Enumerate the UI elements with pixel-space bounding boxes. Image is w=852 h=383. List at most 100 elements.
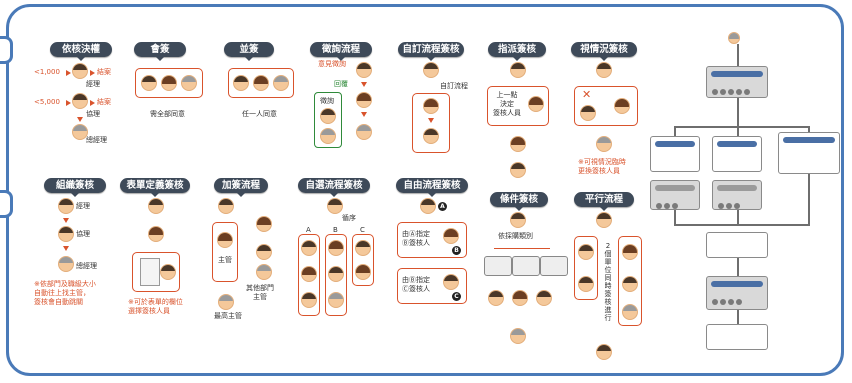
applicant-avatar: [510, 62, 526, 78]
applicant-avatar: [218, 198, 234, 214]
flow-card-branch-1: [650, 136, 700, 172]
left-scroll-tab-2[interactable]: [0, 190, 13, 218]
left-scroll-tab[interactable]: [0, 36, 13, 64]
gm-avatar: [72, 124, 88, 140]
assign-group: [487, 86, 549, 126]
free-step2-label: 由Ⓑ指定 Ⓒ簽核人: [402, 276, 430, 293]
route-a-label: A: [306, 226, 311, 234]
flow-line: [737, 98, 739, 126]
added-avatar: [256, 244, 272, 260]
flow-card-top: [706, 66, 768, 98]
form-group: [132, 252, 180, 292]
route-a-group: [298, 234, 320, 316]
applicant-avatar: [596, 62, 612, 78]
signer-avatar: [253, 75, 269, 91]
approver-avatar: [328, 240, 344, 256]
badge-a: A: [438, 202, 447, 211]
custom-title: 自訂流程簽核: [398, 42, 464, 61]
approver-avatar: [423, 128, 439, 144]
parallel-sign-group: [228, 68, 294, 98]
form-document-icon: [140, 258, 160, 286]
signer-avatar: [273, 75, 289, 91]
countersign-title: 會簽: [134, 42, 186, 61]
gm-avatar: [58, 256, 74, 272]
branch-line: [494, 248, 550, 249]
authority-title: 依核決權: [50, 42, 112, 61]
parallel-branch-right: [618, 236, 642, 326]
approver-c-avatar: [443, 274, 459, 290]
approver-avatar: [301, 266, 317, 282]
route-c-label: C: [360, 226, 365, 234]
applicant-avatar: [596, 212, 612, 228]
select-flow-title: 自選流程簽核: [298, 178, 370, 197]
approver-avatar: [510, 162, 526, 178]
approver-avatar: [578, 276, 594, 292]
approver-avatar: [622, 276, 638, 292]
approver-avatar: [148, 226, 164, 242]
arrow-right-icon: [66, 70, 71, 76]
form-fixed-note: ※可於表單的欄位 選擇簽核人員: [128, 298, 183, 315]
flow-branch-line: [674, 126, 810, 128]
countersign-caption: 需全部同意: [150, 110, 185, 118]
flow-card-branch-3: [778, 132, 840, 174]
top-label: 最高主管: [214, 312, 242, 320]
approver-avatar: [355, 264, 371, 280]
org-title: 組織簽核: [44, 178, 106, 197]
manager-avatar: [58, 198, 74, 214]
approver-avatar: [622, 304, 638, 320]
parallel-sign-title: 並簽: [224, 42, 274, 61]
approver-avatar: [510, 136, 526, 152]
flow-line: [737, 126, 739, 138]
conditional-title: 條件簽核: [490, 192, 548, 211]
replaced-avatar: [580, 105, 596, 121]
close-case-2: 結案: [97, 98, 111, 106]
approver-avatar: [301, 240, 317, 256]
microscope-icon: [484, 256, 512, 276]
close-case-1: 結案: [97, 68, 111, 76]
add-sign-title: 加簽流程: [214, 178, 268, 197]
approver-avatar: [356, 92, 372, 108]
arrow-down-icon: [361, 112, 367, 117]
flow-line: [674, 126, 676, 138]
other-dept-avatar: [256, 264, 272, 280]
approver-avatar: [355, 240, 371, 256]
route-b-group: [325, 234, 347, 316]
flow-line: [674, 210, 676, 224]
flow-line: [808, 174, 810, 224]
other-dept-label: 其他部門 主管: [246, 284, 274, 301]
gm-label: 總經理: [86, 136, 107, 144]
manager-label: 經理: [86, 80, 100, 88]
consult-label: 徵詢: [320, 97, 334, 105]
situational-group: [574, 86, 638, 126]
reply-label: 回覆: [334, 80, 348, 88]
flow-card-branch-2b: [712, 180, 762, 210]
free-step2-group: [397, 268, 467, 304]
approver-avatar: [328, 292, 344, 308]
arrow-right-icon: [66, 100, 71, 106]
arrow-down-icon: [77, 117, 83, 122]
amount-lt-1000: <1,000: [34, 68, 60, 76]
requester-avatar: [356, 62, 372, 78]
free-step1-group: [397, 222, 467, 258]
flow-merge-line: [674, 224, 810, 226]
approver-avatar: [301, 292, 317, 308]
add-sign-group: [212, 222, 238, 282]
director-avatar: [72, 93, 88, 109]
new-approver-avatar: [614, 98, 630, 114]
badge-c: C: [452, 292, 461, 301]
applicant-avatar: [327, 198, 343, 214]
approver-b-avatar: [443, 228, 459, 244]
factory-icon: [540, 256, 568, 276]
arrow-down-icon: [63, 246, 69, 251]
form-fixed-title: 表單定義簽核: [120, 178, 190, 197]
signer-avatar: [161, 75, 177, 91]
flow-card-final: [706, 276, 768, 310]
applicant-avatar: [420, 198, 436, 214]
assign-title: 指派簽核: [488, 42, 546, 61]
supervisor-label: 主管: [218, 256, 232, 264]
conditional-caption: 依採購類別: [498, 232, 533, 240]
approver-avatar: [328, 266, 344, 282]
approver-avatar: [160, 264, 176, 280]
arrow-right-icon: [90, 70, 95, 76]
flow-line: [737, 258, 739, 276]
